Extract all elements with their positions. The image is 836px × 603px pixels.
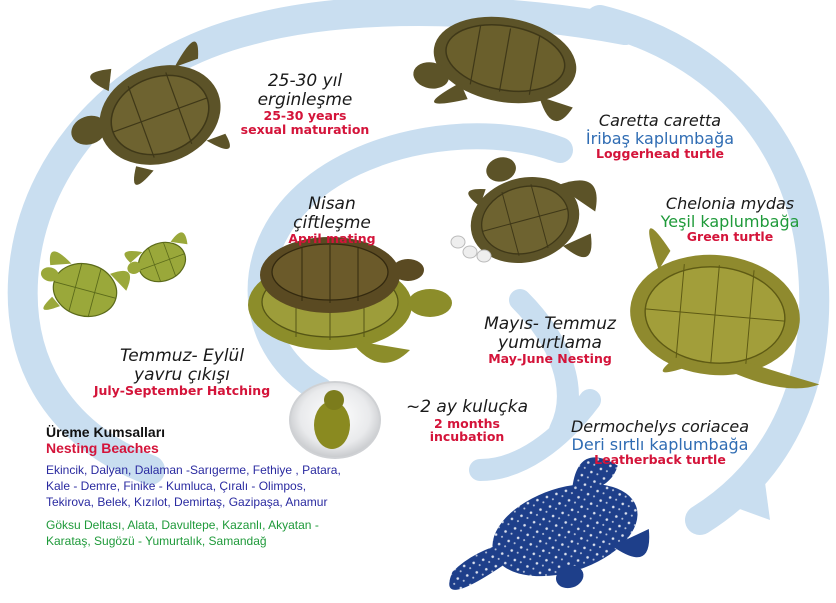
nesting-tr-line2: yumurtlama xyxy=(470,334,630,353)
maturation-en-line1: 25-30 years xyxy=(230,109,380,123)
beaches-title-tr: Üreme Kumsalları xyxy=(46,424,346,440)
stage-incubation-label: ~2 ay kuluçka 2 months incubation xyxy=(392,398,542,444)
nesting-beaches-panel: Üreme Kumsalları Nesting Beaches Ekincik… xyxy=(46,424,346,549)
beaches-list-green: Göksu Deltası, Alata, Davultepe, Kazanlı… xyxy=(46,517,346,549)
stage-maturation-label: 25-30 yıl erginleşme 25-30 years sexual … xyxy=(230,72,380,137)
loggerhead-english: Loggerhead turtle xyxy=(560,147,760,161)
mating-tr-line2: çiftleşme xyxy=(272,214,392,233)
stage-hatching-label: Temmuz- Eylül yavru çıkışı July-Septembe… xyxy=(82,347,282,398)
stage-nesting-label: Mayıs- Temmuz yumurtlama May-June Nestin… xyxy=(470,315,630,366)
incubation-en-line2: incubation xyxy=(392,430,542,444)
species-loggerhead-label: Caretta caretta İribaş kaplumbağa Logger… xyxy=(560,112,760,161)
green-turkish: Yeşil kaplumbağa xyxy=(630,213,830,231)
hatching-en: July-September Hatching xyxy=(82,384,282,398)
incubation-tr: ~2 ay kuluçka xyxy=(392,398,542,417)
green-latin: Chelonia mydas xyxy=(630,195,830,213)
loggerhead-turkish: İribaş kaplumbağa xyxy=(560,130,760,148)
maturation-tr-line2: erginleşme xyxy=(230,91,380,110)
nesting-en: May-June Nesting xyxy=(470,352,630,366)
leatherback-latin: Dermochelys coriacea xyxy=(540,418,780,436)
stage-mating-label: Nisan çiftleşme April mating xyxy=(272,195,392,246)
species-green-label: Chelonia mydas Yeşil kaplumbağa Green tu… xyxy=(630,195,830,244)
nesting-tr-line1: Mayıs- Temmuz xyxy=(470,315,630,334)
incubation-en-line1: 2 months xyxy=(392,417,542,431)
beaches-list-blue: Ekincik, Dalyan, Dalaman -Sarıgerme, Fet… xyxy=(46,462,346,511)
leatherback-english: Leatherback turtle xyxy=(540,453,780,467)
beaches-title-en: Nesting Beaches xyxy=(46,440,346,456)
maturation-tr-line1: 25-30 yıl xyxy=(230,72,380,91)
mating-en: April mating xyxy=(272,232,392,246)
leatherback-turkish: Deri sırtlı kaplumbağa xyxy=(540,436,780,454)
hatching-tr-line2: yavru çıkışı xyxy=(82,366,282,385)
mating-tr-line1: Nisan xyxy=(272,195,392,214)
hatching-tr-line1: Temmuz- Eylül xyxy=(82,347,282,366)
leatherback-turtle xyxy=(425,447,658,603)
species-leatherback-label: Dermochelys coriacea Deri sırtlı kaplumb… xyxy=(540,418,780,467)
loggerhead-latin: Caretta caretta xyxy=(560,112,760,130)
hatchling-turtles xyxy=(32,231,198,329)
maturation-en-line2: sexual maturation xyxy=(230,123,380,137)
green-english: Green turtle xyxy=(630,230,830,244)
